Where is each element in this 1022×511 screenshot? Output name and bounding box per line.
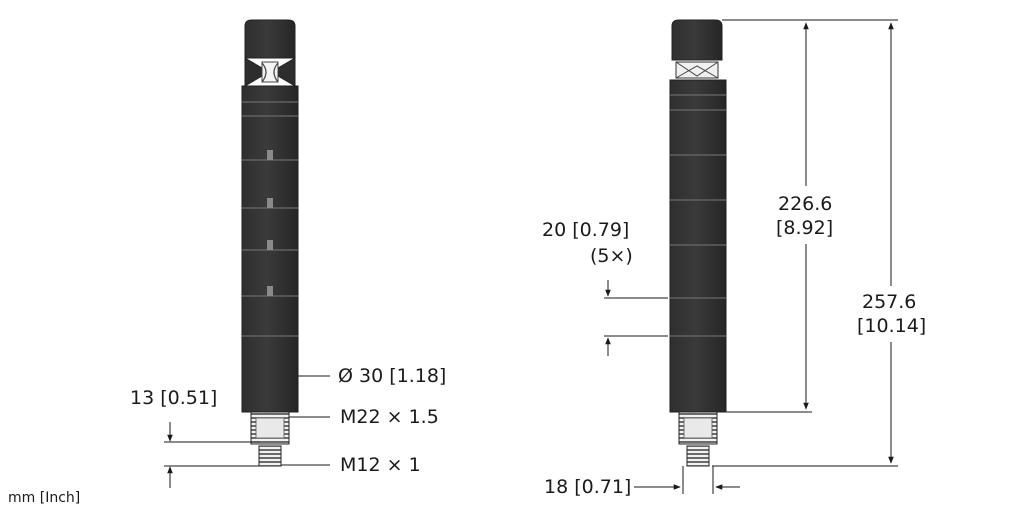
- total-height-label: 257.6: [862, 291, 917, 313]
- left-top-cap: [244, 19, 296, 59]
- segment-height-label: 20 [0.79]: [542, 219, 630, 241]
- left-view-tower: [241, 19, 299, 467]
- right-view-tower: [669, 19, 727, 467]
- left-connector-length-label: 13 [0.51]: [130, 387, 218, 409]
- units-note: mm [Inch]: [8, 490, 81, 506]
- thread-m22-label: M22 × 1.5: [340, 406, 439, 428]
- segment-count-label: (5×): [590, 245, 633, 267]
- left-leaders: [164, 375, 330, 488]
- body-height-label: 226.6: [778, 193, 833, 215]
- right-top-cap: [671, 19, 723, 61]
- right-window: [675, 61, 719, 79]
- diameter-label: Ø 30 [1.18]: [338, 365, 447, 387]
- body-height-inch-label: [8.92]: [776, 217, 834, 239]
- right-connector-m12: [686, 445, 710, 467]
- connector-m12-label: M12 × 1: [340, 454, 421, 476]
- connector-width-label: 18 [0.71]: [544, 476, 632, 498]
- right-main-body: [669, 79, 727, 413]
- total-height-inch-label: [10.14]: [857, 315, 927, 337]
- right-dimensions: [604, 19, 898, 494]
- left-connector-m12: [258, 445, 282, 467]
